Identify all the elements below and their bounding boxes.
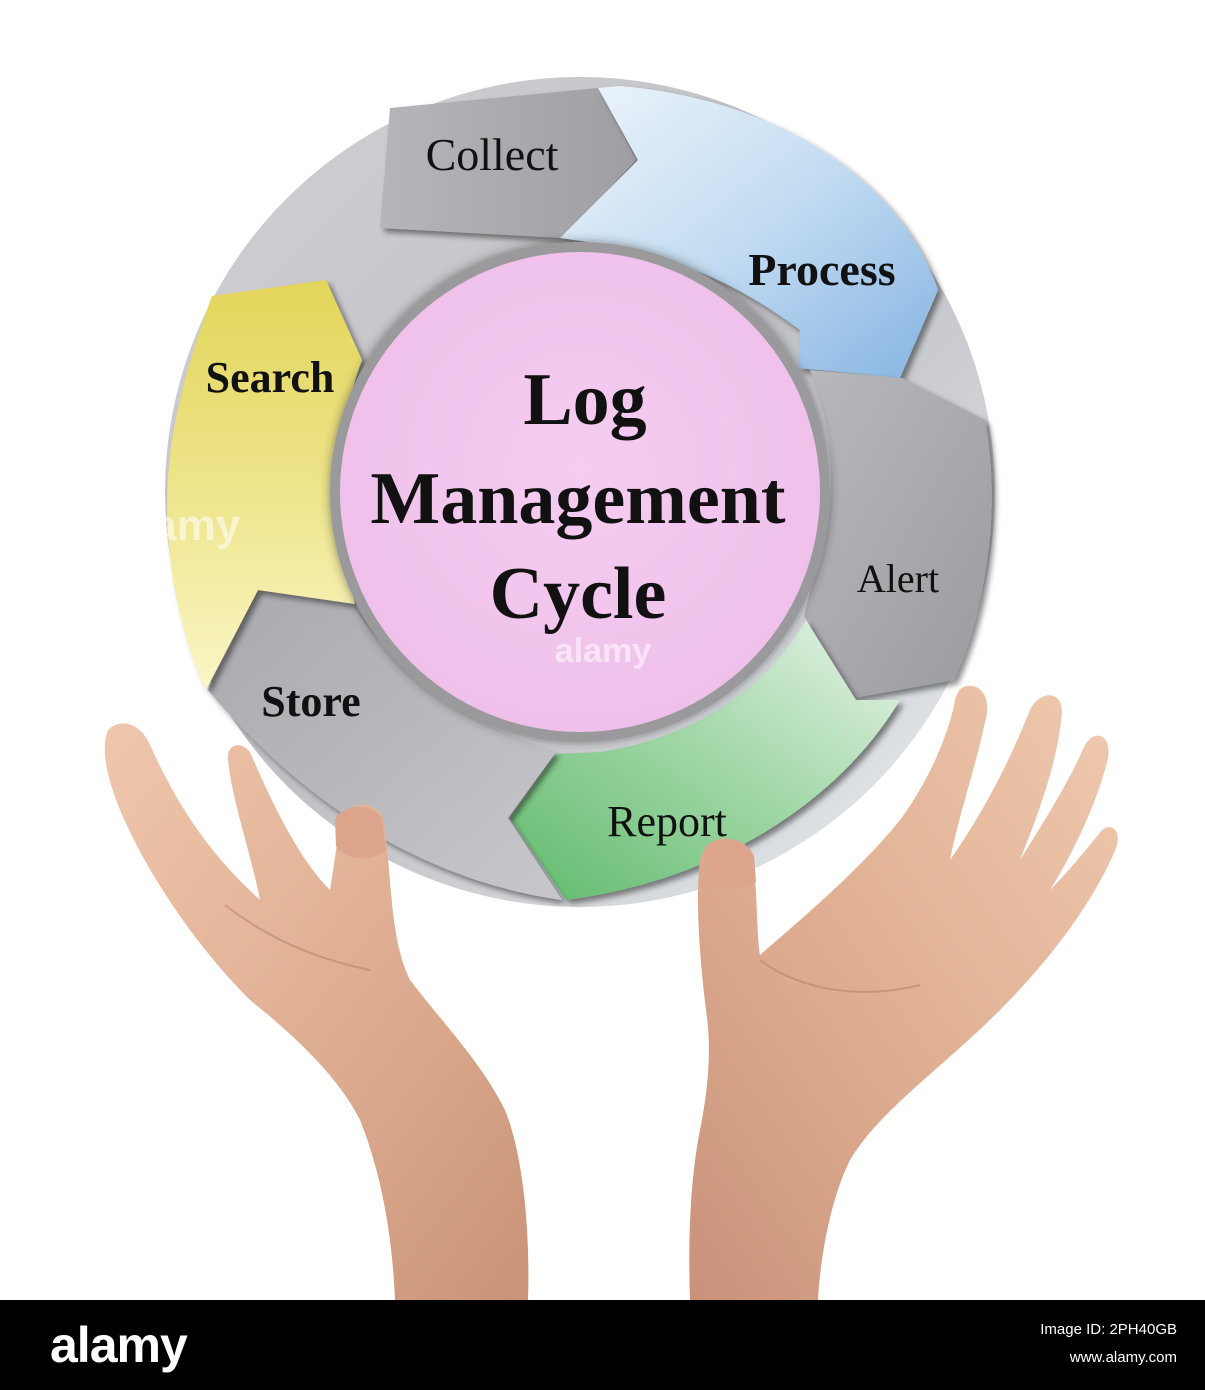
stage-arrow-collect <box>380 88 636 238</box>
alamy-logo: alamy <box>50 1317 188 1373</box>
stage-arrow-process <box>560 86 938 378</box>
image-id-text: Image ID: 2PH40GB <box>1040 1321 1177 1338</box>
stage-label-collect: Collect <box>426 129 559 180</box>
hub-title-line2: Management <box>370 458 785 540</box>
right-hand <box>689 685 1118 1300</box>
stage-arrow-store <box>208 590 562 900</box>
stage-arrow-search <box>167 280 362 690</box>
stage-label-report: Report <box>607 797 727 846</box>
left-hand <box>104 723 529 1300</box>
stage-arrow-report <box>510 620 900 900</box>
stage-label-alert: Alert <box>857 556 939 601</box>
footer-caption: Image ID: 2PH40GB www.alamy.com <box>917 1316 1177 1372</box>
stock-footer-bar: alamy Image ID: 2PH40GB www.alamy.com <box>0 1300 1205 1390</box>
log-management-diagram: Collect Process Alert Report Store Searc… <box>104 77 1118 1300</box>
hub-title-line1: Log <box>523 359 646 441</box>
stage-label-process: Process <box>748 244 895 295</box>
watermark-left: alamy <box>116 501 241 550</box>
watermark-center: alamy <box>555 632 651 670</box>
stage-label-search: Search <box>206 353 335 402</box>
site-url-text: www.alamy.com <box>1069 1349 1177 1366</box>
stage-arrow-alert <box>804 370 992 698</box>
stage-label-store: Store <box>261 677 360 726</box>
hub-title-line3: Cycle <box>490 553 667 635</box>
hub-fill <box>340 252 820 732</box>
